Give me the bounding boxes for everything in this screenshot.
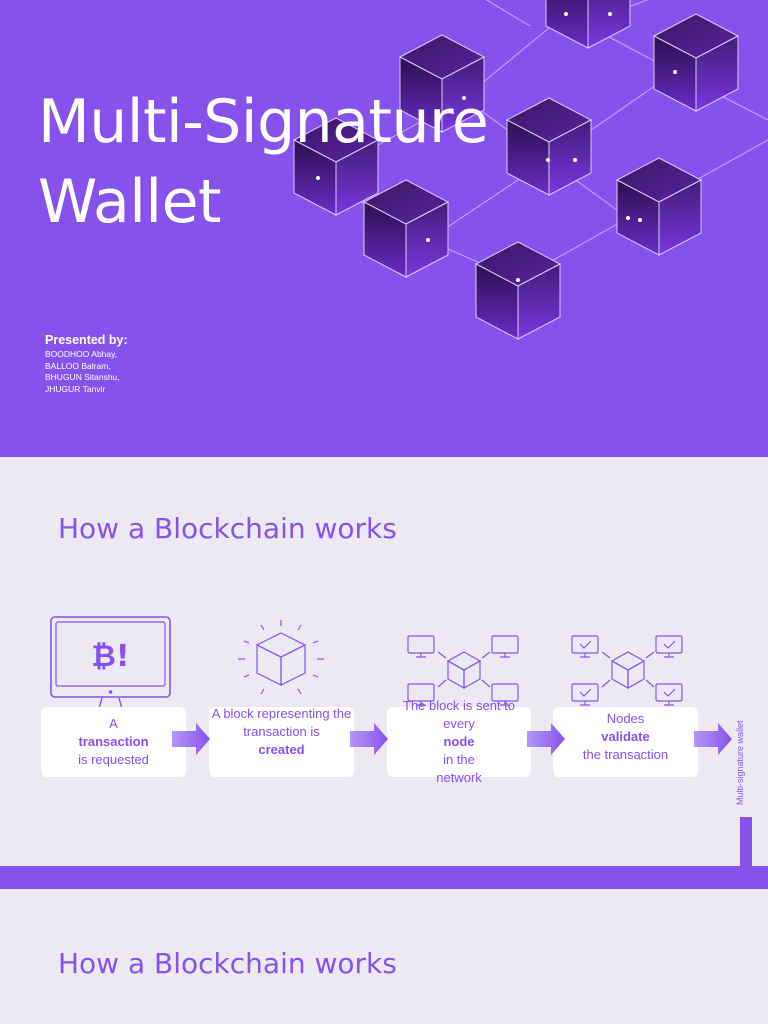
network-nodes-icon	[407, 635, 519, 706]
bitcoin-symbol: ₿!	[91, 639, 129, 674]
monitor-bitcoin-icon: ₿!	[50, 616, 171, 714]
step-text: The block is sent to	[403, 698, 515, 713]
blockchain-slide-continued: How a Blockchain works	[0, 889, 768, 1024]
blockchain-network-graphic	[292, 0, 768, 340]
step-text: A	[109, 716, 118, 731]
step-text: is requested	[78, 752, 149, 767]
glowing-cube-icon	[238, 620, 324, 695]
side-label-block: Multi-signature wallet	[735, 577, 759, 867]
author-name: JHUGUR Tanvir	[45, 383, 106, 394]
flow-arrow-icon	[172, 723, 210, 755]
validated-nodes-icon	[571, 635, 683, 706]
step-text: network	[436, 770, 482, 785]
title-slide: Multi-Signature Wallet Presented by: BOO…	[0, 0, 768, 457]
slide-title: Multi-Signature Wallet	[38, 82, 489, 243]
flow-arrow-icon	[694, 723, 732, 755]
step-nodes-validate: Nodes validate the transaction	[553, 707, 698, 777]
step-block-sent: The block is sent to every node in the n…	[387, 698, 531, 785]
step-text: transaction is	[243, 724, 320, 739]
flow-arrow-icon	[350, 723, 388, 755]
slide-divider-band	[0, 866, 768, 889]
step-transaction-requested: A transaction is requested	[41, 707, 186, 777]
step-text: A block representing the	[211, 706, 352, 721]
slide-heading: How a Blockchain works	[58, 947, 397, 980]
side-label: Multi-signature wallet	[735, 720, 745, 805]
author-name: BALLOO Balram,	[45, 360, 111, 371]
presented-by-label: Presented by:	[45, 333, 128, 347]
blockchain-steps-slide: How a Blockchain works ₿!	[0, 457, 768, 867]
presenters-block: Presented by: BOODHOO Abhay, BALLOO Balr…	[45, 333, 128, 395]
step-text: the transaction	[582, 747, 669, 762]
step-keyword: node	[443, 734, 475, 749]
step-text: every	[443, 716, 475, 731]
step-text: in the	[443, 752, 475, 767]
step-text: Nodes	[606, 711, 645, 726]
side-accent-bar	[740, 817, 752, 867]
step-keyword: validate	[601, 729, 650, 744]
author-name: BOODHOO Abhay,	[45, 349, 118, 359]
step-keyword: transaction	[78, 734, 149, 749]
slide-heading: How a Blockchain works	[58, 512, 397, 545]
author-name: BHUGUN Sitanshu,	[45, 372, 120, 382]
step-keyword: created	[258, 742, 305, 757]
flow-arrow-icon	[527, 723, 565, 755]
title-line-1: Multi-Signature	[38, 87, 489, 157]
step-block-created: A block representing the transaction is …	[209, 706, 354, 777]
title-line-2: Wallet	[38, 167, 222, 238]
